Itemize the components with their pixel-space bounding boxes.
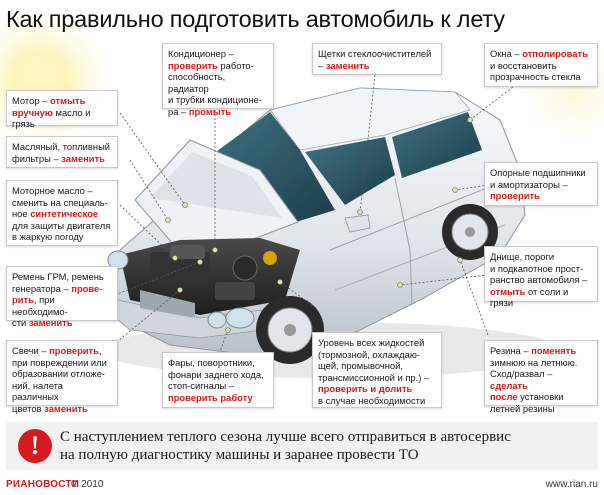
callout-air-conditioner: Кондиционер – проверить работо- способно…: [162, 43, 274, 117]
copyright: © 2010: [71, 479, 104, 490]
callout-bearings: Опорные подшипники и амортизаторы – пров…: [484, 162, 598, 206]
logo-ria: РИА: [6, 479, 28, 490]
logo-novosti: НОВОСТИ: [27, 479, 80, 490]
callout-fluids: Уровень всех жидкостей (тормозной, охлаж…: [312, 332, 442, 408]
exclamation-icon: !: [18, 429, 52, 463]
advice-line-2: на полную диагностику машины и заранее п…: [60, 447, 419, 463]
site-link[interactable]: www.rian.ru: [545, 479, 598, 490]
callout-lights: Фары, поворотники, фонари заднего хода, …: [162, 352, 274, 408]
callout-engine-oil: Моторное масло – сменить на специаль- но…: [6, 180, 118, 246]
callout-filters: Масляный, топливный фильтры – заменить: [6, 136, 118, 168]
infographic-title: Как правильно подготовить автомобиль к л…: [6, 6, 505, 32]
ria-novosti-logo[interactable]: РИАНОВОСТИ: [6, 479, 79, 490]
callout-motor: Мотор – отмыть вручную масло и грязь: [6, 90, 118, 129]
advice-line-1: С наступлением теплого сезона лучше всег…: [60, 429, 511, 445]
advice-note: ! С наступлением теплого сезона лучше вс…: [6, 422, 598, 470]
footer: РИАНОВОСТИ © 2010 www.rian.ru: [0, 475, 604, 495]
callout-spark-plugs: Свечи – проверить, при повреждении или о…: [6, 340, 118, 414]
callout-windows: Окна – отполировать и восстановить прозр…: [484, 43, 598, 87]
callout-wipers: Щетки стеклоочистителей – заменить: [312, 43, 442, 75]
callout-tires: Резина – поменять зимнюю на летнюю. Сход…: [484, 340, 598, 414]
advice-text: С наступлением теплого сезона лучше всег…: [60, 428, 511, 464]
callout-underbody: Днище, пороги и подкапотное прост- ранст…: [484, 246, 598, 308]
callout-timing-belt: Ремень ГРМ, ремень генератора – прове- р…: [6, 266, 118, 328]
